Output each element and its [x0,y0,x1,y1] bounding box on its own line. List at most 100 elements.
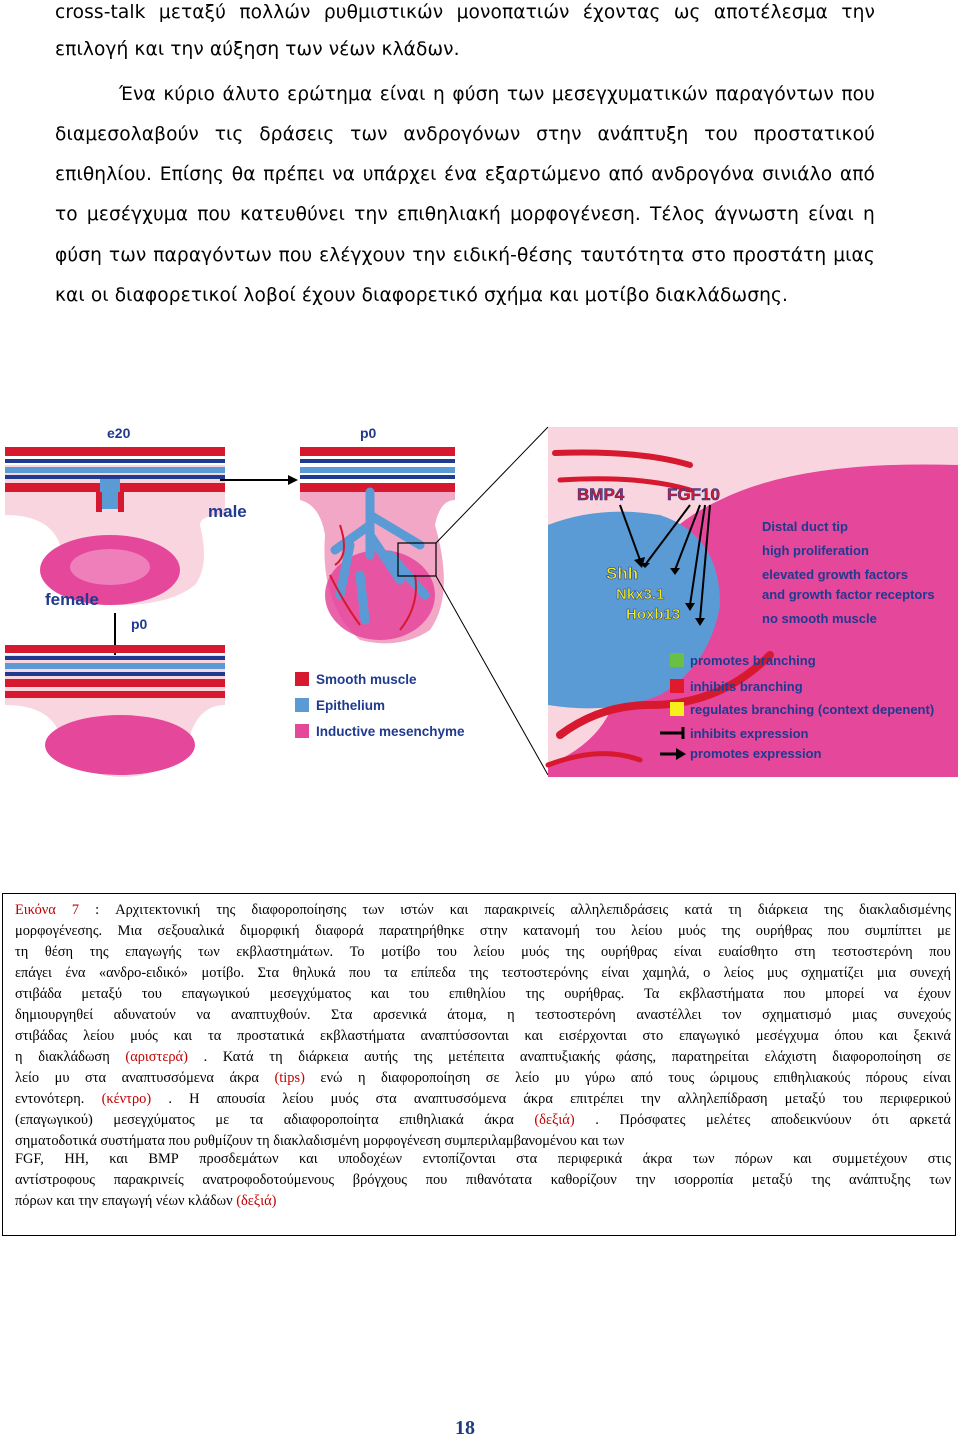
caption-word: ένα [65,965,86,981]
key-promotes-expression: promotes expression [690,746,822,761]
caption-word: μυός [330,1091,359,1107]
caption-word: με [937,923,951,939]
tip-info-2: high proliferation [762,543,869,558]
caption-word: εκβλαστήματα [679,986,764,1002]
caption-word: τη [269,1049,283,1065]
caption-word: ιστών [400,902,434,918]
caption-word: στη [794,944,816,960]
caption-word: αντίστροφους [15,1172,95,1188]
caption-word: που [425,1172,448,1188]
caption-word: εισέρχονται [558,1028,627,1044]
caption-segment: πόρων και την επαγωγή νέων κλάδων [15,1193,237,1209]
caption-word: που [827,923,850,939]
caption-word: και [173,1028,193,1044]
caption-word: ευαίσθητο [718,944,778,960]
body-line-2: επιλογή και την αύξηση των νέων κλάδων. [55,39,460,60]
caption-word: σχηματίζει [801,965,864,981]
caption-word: τους [668,1070,695,1086]
caption-word: τη [728,902,742,918]
gene-hoxb13: Hoxb13 [626,606,680,623]
caption-word: υποδοχέων [338,1151,403,1167]
word: επιθηλίου. [55,164,153,185]
caption-word: συμπίπτει [864,923,922,939]
caption-word: του [842,1091,863,1107]
caption-word: λείος [723,965,754,981]
word: μονοπατιών [456,2,570,23]
caption-word: ουρήθρας. [564,986,625,1002]
word: που [197,204,231,225]
caption-word: μυός [130,1028,158,1044]
caption-word: λείου [631,923,663,939]
caption-word: : [95,902,100,918]
caption-word: (κέντρο) [101,1091,152,1107]
caption-word: αρκετά [909,1112,951,1128]
legend-smooth-muscle: Smooth muscle [316,672,417,687]
caption-word: τεστοστερόνη [832,944,913,960]
word: την [841,2,875,23]
caption-word: διαφοροποίησης [251,902,347,918]
caption-word: τη [15,944,29,960]
caption-word: να [196,1007,211,1023]
word: Τέλος [650,204,706,225]
caption-word: στα [516,1151,538,1167]
caption-segment: σηματοδοτικά συστήματα που ρυθμίζουν τη … [15,1133,625,1149]
page-number: 18 [455,1417,475,1439]
caption-word: Αρχιτεκτονική [115,902,201,918]
word: από [839,164,875,185]
word: προστατικού [753,124,875,145]
caption-word: που [783,986,806,1002]
caption-word: στην [479,923,508,939]
word: του [704,124,738,145]
word: ανδρογόνα [651,164,755,185]
caption-word: πόρων [734,1151,773,1167]
caption-word: λείο [515,1070,540,1086]
word: δράσεις [259,124,335,145]
caption-word: της [469,965,489,981]
caption-word: λείου [282,1091,314,1107]
caption-word: επαγωγής [125,944,182,960]
word: ειδική-θέσης [452,245,574,266]
caption-word: μεσέγχυμα [755,1028,819,1044]
caption-word: θέση [44,944,74,960]
caption-word: διμορφική [239,923,300,939]
gene-shh: Shh [606,564,638,583]
caption-word: του [141,986,162,1002]
caption-word: τεστοστερόνης [501,965,588,981]
caption-word: συνεχή [909,965,951,981]
caption-word: επίπεδα [410,965,456,981]
caption-word: να [884,986,899,1002]
caption-word: διαφορά [315,923,364,939]
caption-word: εκβλαστημάτων. [236,944,334,960]
caption-word: γύρω [585,1070,616,1086]
word: ένα [444,164,478,185]
word: ανδρογόνων [403,124,521,145]
word: μιας [833,245,875,266]
caption-word: είναι [601,965,630,981]
caption-word: θηλυκά [292,965,336,981]
key-regulates-branching: regulates branching (context depenent) [690,702,934,717]
caption-word: των [929,1172,951,1188]
caption-word: επιθηλιακά [399,1112,464,1128]
word: μεσέγχυμα [86,204,189,225]
regulation-arrows [619,504,711,621]
word: των [108,245,147,266]
caption-word: του [595,923,616,939]
caption-word: λείο [15,1070,40,1086]
caption-word: μετέπειτα [448,1049,505,1065]
caption-word: . [203,1049,208,1065]
caption-word: είναι [923,1070,951,1086]
word: εξαρτώμενο [484,164,601,185]
word: παραγόντων [715,84,834,105]
caption-word: την [635,1172,656,1188]
caption-word: άκρα [484,1112,514,1128]
caption-word: πιθανότατα [466,1172,532,1188]
caption-word: από [630,1070,653,1086]
caption-word: αδιαφοροποίητα [283,1112,379,1128]
caption-word: επιθηλίου [448,986,506,1002]
